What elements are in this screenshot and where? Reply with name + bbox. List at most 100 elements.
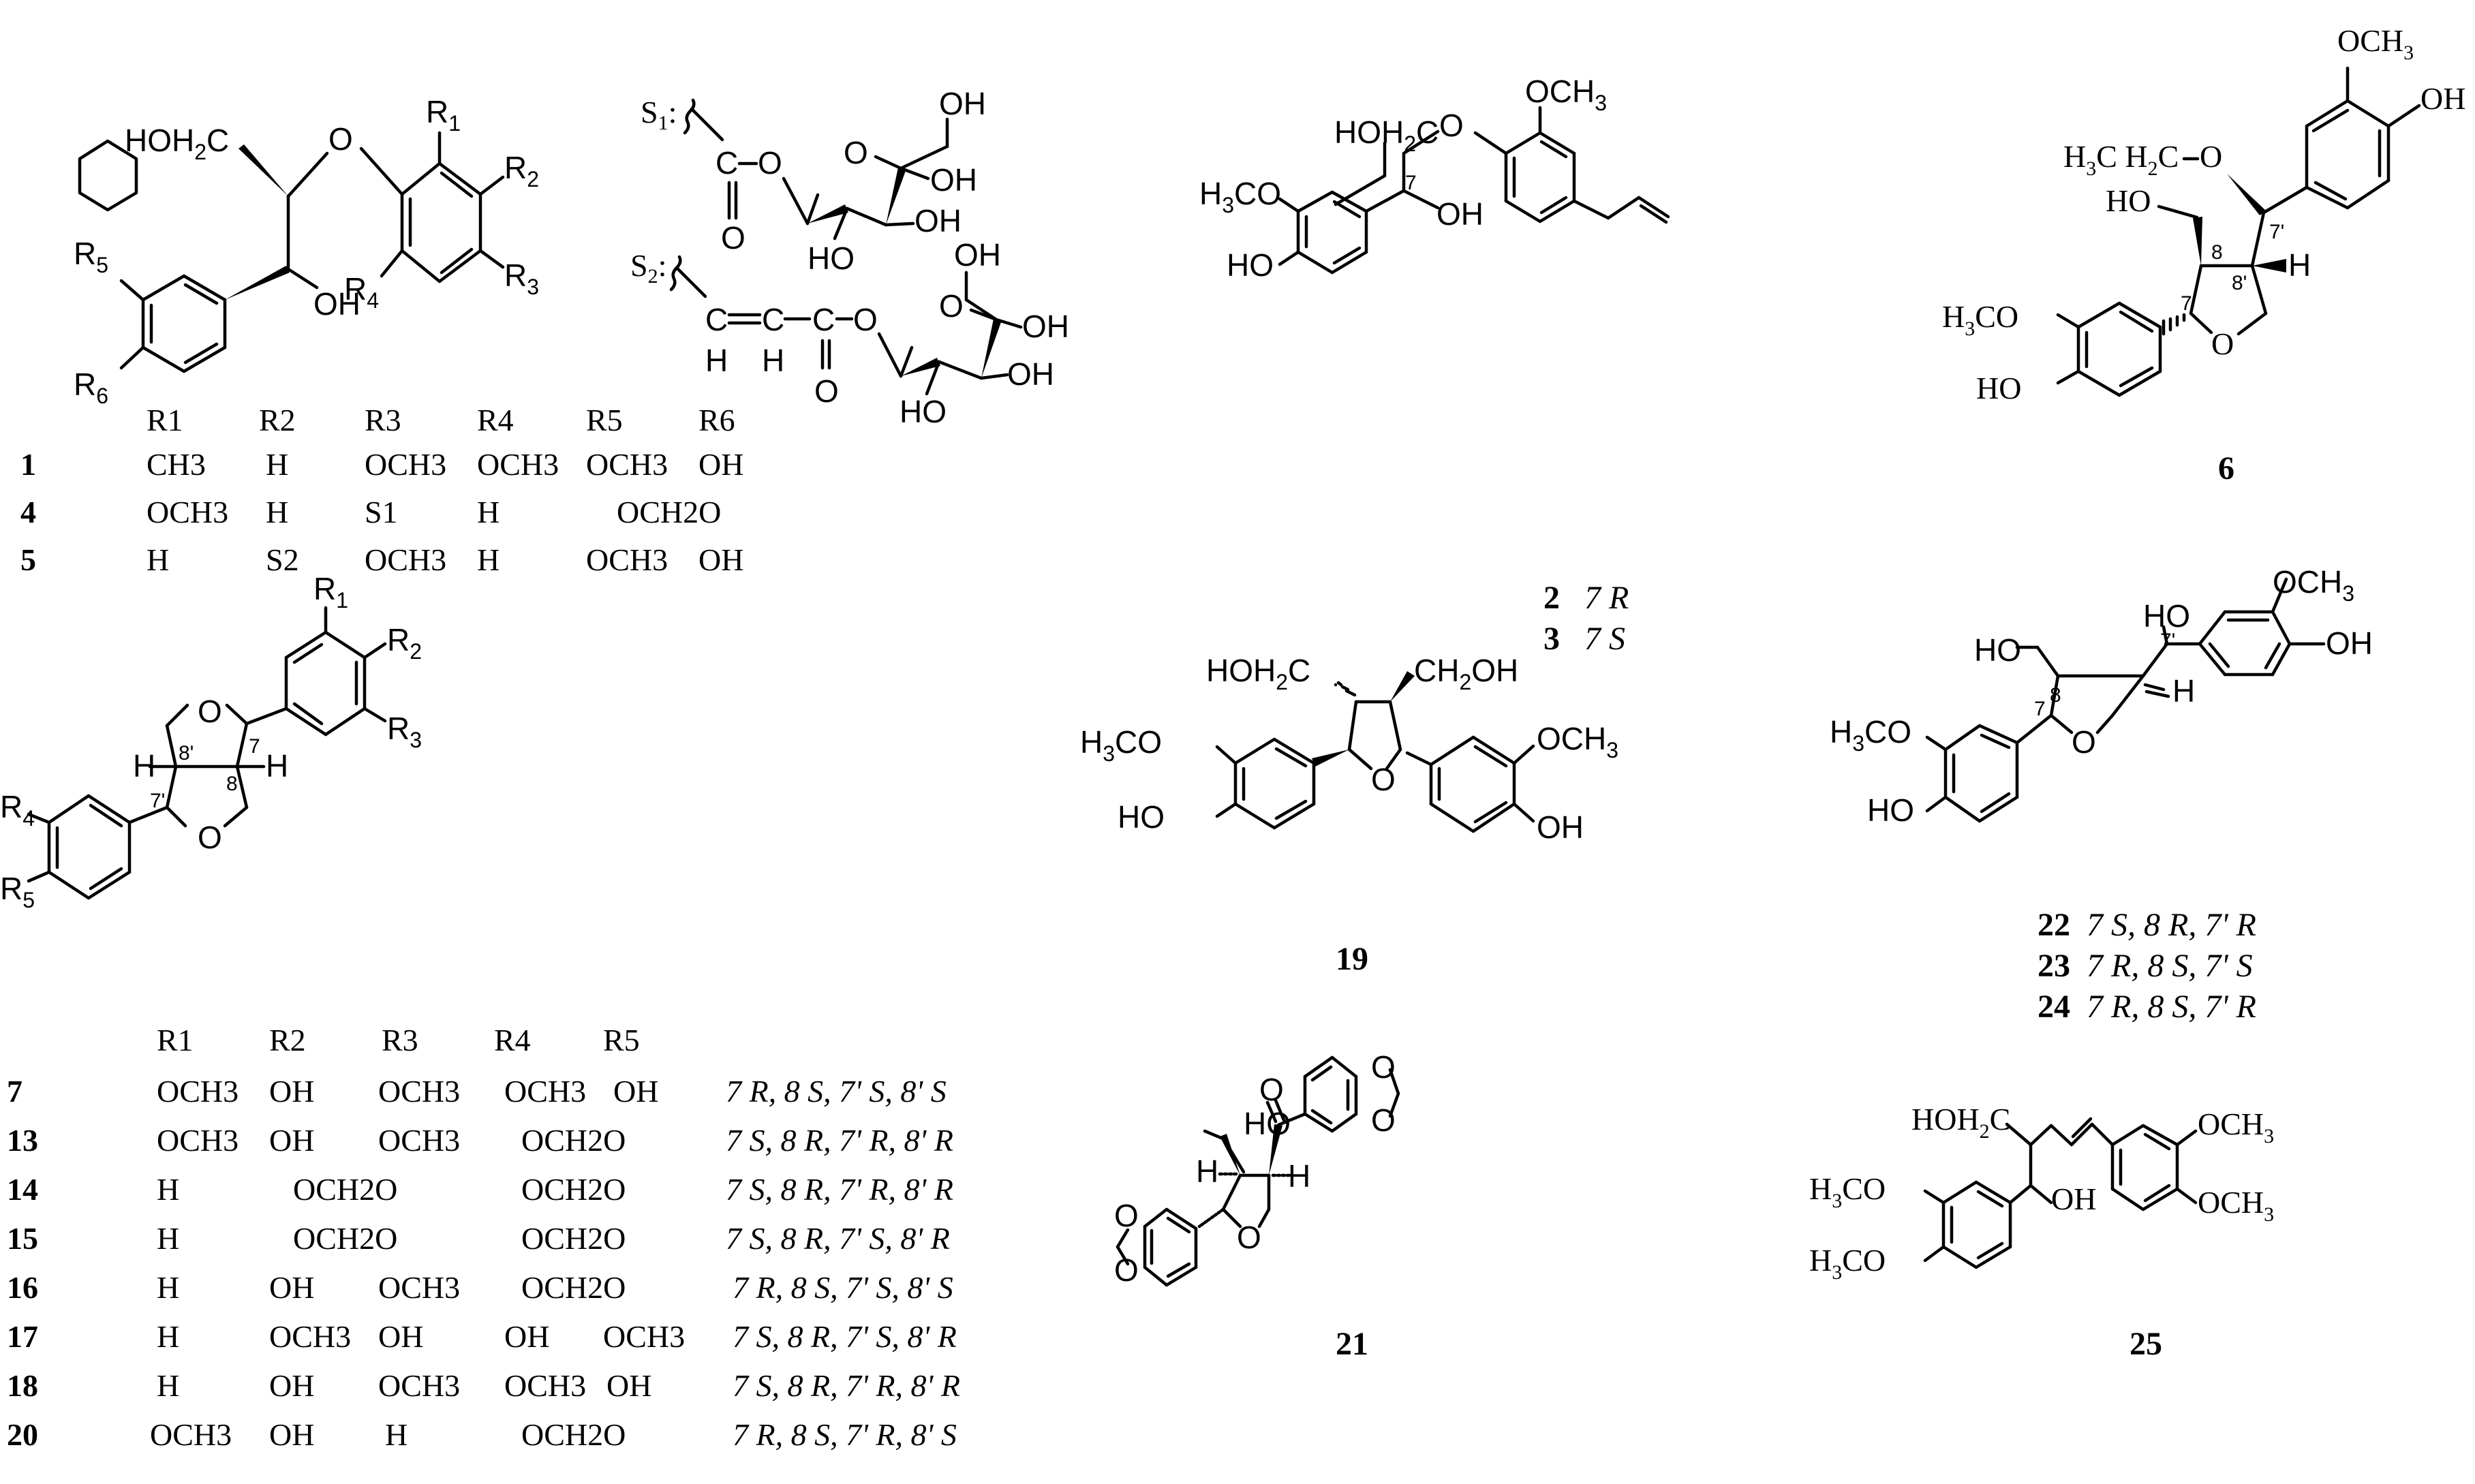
svg-text:R2: R2 <box>504 150 539 191</box>
svg-text:O: O <box>721 220 745 256</box>
compound-6-label: 6 <box>2218 450 2234 486</box>
table-cell: H <box>147 542 170 577</box>
svg-text:H3CO: H3CO <box>1830 714 1911 756</box>
svg-text:R4: R4 <box>344 271 379 313</box>
scaffold-8-o-4-structure <box>78 139 138 212</box>
svg-text:CH2OH: CH2OH <box>1414 653 1518 694</box>
svg-text:O: O <box>1371 762 1396 797</box>
compound-25-structure: HOH2C OH OCH3 OCH3 H3CO <box>1809 1102 2274 1284</box>
svg-text:O: O <box>939 288 964 324</box>
table-cell: S2 <box>266 542 299 577</box>
svg-text:OCH3: OCH3 <box>2198 1185 2274 1226</box>
svg-text:8': 8' <box>2232 272 2247 294</box>
table-cell: OCH3 <box>477 447 559 482</box>
col-header: R5 <box>603 1023 640 1057</box>
svg-text:OH: OH <box>1436 196 1484 232</box>
svg-text:OH: OH <box>2420 81 2465 116</box>
compound-id: 5 <box>20 542 36 577</box>
svg-text:OH: OH <box>914 203 962 238</box>
svg-text:OCH3: OCH3 <box>1525 74 1607 115</box>
svg-text:HO: HO <box>900 394 947 429</box>
svg-text:8: 8 <box>226 773 238 795</box>
substituent-table-1: R1 R2 R3 R4 R5 R6 1 CH3 H OCH3 OCH3 OCH3… <box>0 402 784 579</box>
svg-text:O: O <box>1237 1220 1261 1255</box>
svg-text:H3CO: H3CO <box>1080 724 1162 766</box>
col-header: R4 <box>477 403 514 437</box>
svg-text:C: C <box>716 145 738 181</box>
col-header: R3 <box>365 403 401 437</box>
svg-text:O: O <box>198 820 222 855</box>
svg-text:C: C <box>705 302 728 337</box>
substituent-s1: S1: C O O O HO OH OH OH <box>641 86 986 276</box>
svg-text:O: O <box>2200 139 2222 174</box>
table-cell: OH <box>698 542 744 577</box>
table-cell: H <box>266 495 289 529</box>
svg-text:O: O <box>853 302 878 337</box>
substituent-table-2: R1 R2 R3 R4 R5 <box>0 1022 988 1484</box>
svg-text:R2: R2 <box>387 622 422 664</box>
compound-21-label: 21 <box>1336 1326 1368 1362</box>
col-header: R1 <box>157 1023 194 1057</box>
svg-text:HO: HO <box>1976 371 2021 405</box>
svg-text:OCH3: OCH3 <box>2198 1107 2274 1147</box>
table-cell: CH3 <box>147 447 206 482</box>
svg-text:OH: OH <box>1022 309 1069 344</box>
svg-text:HOH2C: HOH2C <box>1911 1102 2010 1143</box>
svg-text:O: O <box>198 694 222 729</box>
svg-text:H3CO: H3CO <box>1809 1243 1886 1284</box>
svg-text:OH: OH <box>2051 1181 2096 1216</box>
compound-22-24-structure: HO 7' HO 8 H 7 O H3CO HO <box>1830 564 2373 828</box>
svg-text:OH: OH <box>954 237 1001 273</box>
table-cell: OCH3 <box>586 542 668 577</box>
svg-text:OCH3: OCH3 <box>2273 564 2354 606</box>
svg-text:HOH2C: HOH2C <box>1334 114 1439 156</box>
svg-text:7: 7 <box>1405 172 1417 194</box>
compound-id: 4 <box>20 495 36 529</box>
table-cell: S1 <box>365 495 398 529</box>
svg-text:7: 7 <box>249 735 260 758</box>
svg-text:O: O <box>1259 1072 1284 1107</box>
compound-23-label: 23 7 R, 8 S, 7' S <box>2038 948 2253 984</box>
svg-text:O: O <box>814 373 839 409</box>
svg-text:H3CO: H3CO <box>1199 176 1281 217</box>
svg-text:OH: OH <box>1537 809 1584 845</box>
svg-text:OH: OH <box>2326 625 2373 661</box>
svg-text:O: O <box>844 135 868 170</box>
svg-text:OCH3: OCH3 <box>1537 721 1618 762</box>
col-header: R5 <box>586 403 623 437</box>
svg-text:OH: OH <box>313 286 360 322</box>
svg-text:O: O <box>1439 108 1464 143</box>
compound-2-label: 2 7 R <box>1543 580 1629 616</box>
svg-text:HO: HO <box>1867 792 1914 828</box>
scaffold-1-4-5: R5 R6 OH HOH2C O R1 R2 R3 R4 <box>74 94 539 408</box>
svg-text:H: H <box>133 748 155 784</box>
svg-text:O: O <box>2211 326 2234 361</box>
svg-text:OH: OH <box>939 86 986 121</box>
table-cell: H <box>477 495 500 529</box>
table-cell: OCH3 <box>365 447 447 482</box>
svg-text:H: H <box>1288 1158 1310 1194</box>
compound-22-label: 22 7 S, 8 R, 7' R <box>2038 907 2256 943</box>
table-cell: OH <box>698 447 744 482</box>
col-header: R3 <box>382 1023 418 1057</box>
table-cell: H <box>477 542 500 577</box>
svg-text:O: O <box>758 145 782 181</box>
svg-text:R4: R4 <box>0 789 35 831</box>
svg-text:7: 7 <box>2034 698 2046 720</box>
svg-text:H3CO: H3CO <box>1942 299 2018 340</box>
svg-text:O: O <box>1114 1198 1139 1233</box>
svg-text:HOH2C: HOH2C <box>125 123 229 164</box>
svg-text:R1: R1 <box>426 94 461 136</box>
compound-19-label: 19 <box>1336 941 1368 977</box>
svg-text:H3CO: H3CO <box>1809 1171 1886 1212</box>
svg-text:HO: HO <box>808 241 855 276</box>
col-header: R2 <box>259 403 296 437</box>
compound-6-structure: H3C H2C O 7' OCH3 OH HO 8 H 8' 7 O <box>1942 23 2465 405</box>
compound-19-structure: HOH2C CH2OH O H3CO HO <box>1080 653 1618 845</box>
svg-text:H: H <box>266 748 288 784</box>
svg-text:HO: HO <box>2106 183 2151 218</box>
col-header: R2 <box>269 1023 306 1057</box>
compound-24-label: 24 7 R, 8 S, 7' R <box>2038 989 2256 1025</box>
svg-text:HOH2C: HOH2C <box>1206 653 1310 694</box>
